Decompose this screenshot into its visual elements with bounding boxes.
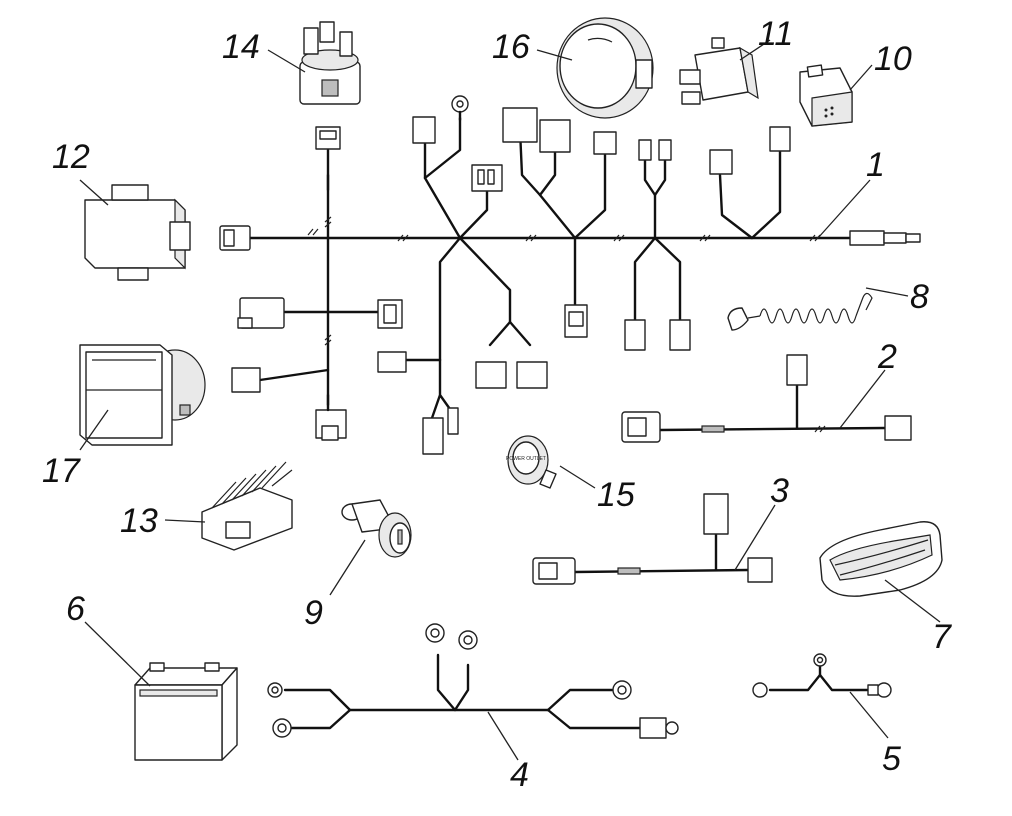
callout-15: 15 (597, 476, 635, 514)
small-harness-5 (752, 653, 892, 698)
callout-1: 1 (866, 146, 885, 184)
ecu-module-12 (84, 184, 191, 281)
tether-cord-8 (727, 292, 873, 331)
main-harness-1 (219, 95, 921, 455)
callout-13: 13 (120, 502, 158, 540)
callout-10: 10 (874, 40, 912, 78)
callout-16: 16 (492, 28, 530, 66)
callout-3: 3 (770, 472, 789, 510)
power-socket-15: POWER OUTLET (506, 435, 557, 489)
callout-11: 11 (758, 15, 793, 53)
callout-5: 5 (882, 740, 901, 778)
callout-14: 14 (222, 28, 260, 66)
voltage-regulator-13 (201, 461, 293, 551)
callout-labels: 1 2 3 4 5 6 7 8 9 10 11 12 13 14 15 16 1… (42, 15, 952, 794)
gauge-16 (556, 17, 654, 119)
starter-solenoid-14 (299, 21, 361, 105)
battery-6 (134, 662, 238, 761)
callout-2: 2 (877, 338, 897, 376)
callout-4: 4 (510, 756, 529, 794)
callout-12: 12 (52, 138, 90, 176)
leader-lines (79, 39, 941, 761)
socket-face-text: POWER OUTLET (506, 456, 546, 462)
harness-2 (621, 354, 912, 443)
callout-6: 6 (66, 590, 85, 628)
battery-harness-4 (267, 623, 679, 739)
ignition-coil-11 (679, 37, 759, 105)
ignition-switch-9 (341, 499, 412, 558)
harness-3 (532, 493, 773, 585)
relay-10 (799, 64, 853, 127)
callout-17: 17 (42, 452, 81, 490)
callout-8: 8 (910, 278, 929, 316)
callout-9: 9 (304, 594, 323, 632)
callout-7: 7 (932, 618, 952, 656)
tail-light-7 (819, 521, 943, 597)
headlight-17 (79, 344, 206, 446)
